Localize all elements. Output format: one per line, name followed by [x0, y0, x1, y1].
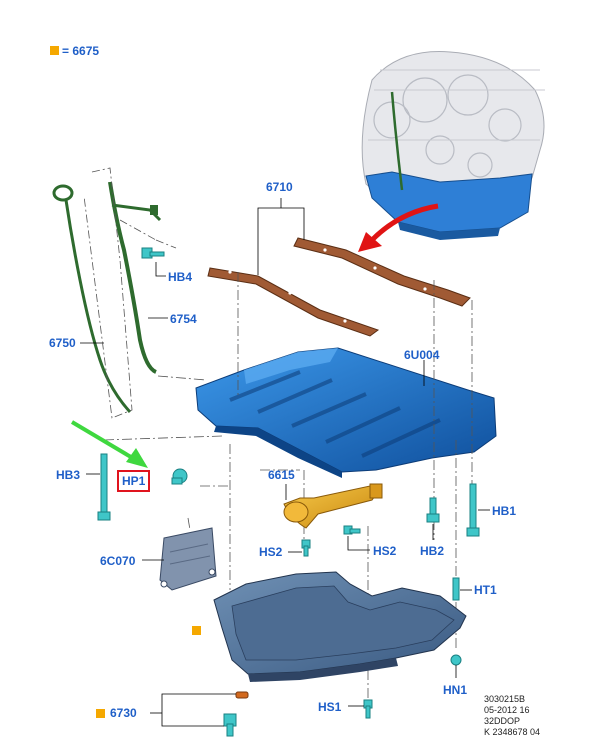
leader-HS2-right: [347, 536, 370, 551]
reference-line-4: K 2348678 04: [484, 727, 541, 737]
bolt-HS2-right: [343, 525, 361, 535]
label-HB2: HB2: [420, 544, 445, 558]
red-arrowhead: [358, 232, 382, 252]
red-direction-arrow: [370, 203, 439, 242]
bolt-HS1: [363, 699, 373, 719]
legend-text: = 6675: [62, 44, 100, 58]
bolt-HB4: [141, 247, 165, 259]
leader-6730: [161, 693, 236, 727]
label-HS2-right: HS2: [373, 544, 397, 558]
gasket-6710: [207, 237, 471, 337]
dashed-guide-dipstick: [83, 167, 133, 419]
label-6C070: 6C070: [100, 554, 136, 568]
sensor-HT1: [452, 577, 460, 601]
label-HB4: HB4: [168, 270, 193, 284]
dashed-guide-HB4: [119, 219, 177, 249]
green-arrow: [70, 420, 138, 462]
label-6750: 6750: [49, 336, 76, 350]
dipstick-6750: [52, 184, 132, 414]
bolt-HB1: [466, 483, 480, 537]
plug-HP1: [171, 468, 188, 485]
lower-crankcase-6U004: [195, 347, 497, 478]
label-6615: 6615: [268, 468, 295, 482]
oil-pump-pickup-tube-6615: [283, 483, 383, 529]
leader-HB4: [155, 262, 166, 277]
label-6754: 6754: [170, 312, 197, 326]
illustration-reference: 3030215B 05-2012 16 32DDOP K 2348678 04: [484, 694, 540, 738]
engine-assembly-illustration: [361, 51, 545, 240]
reference-line-1: 3030215B: [484, 694, 526, 704]
reference-line-3: 32DDOP: [484, 716, 521, 726]
label-HB1: HB1: [492, 504, 517, 518]
legend-marker: [50, 46, 59, 55]
drain-plug-6730: [223, 691, 249, 737]
bolt-HB3: [97, 453, 111, 521]
dipstick-tube-6754: [108, 181, 162, 374]
legend-marker-6730: [96, 709, 105, 718]
label-HN1: HN1: [443, 683, 468, 697]
dashed-guide-lines: [103, 272, 473, 700]
label-6730: 6730: [110, 706, 137, 720]
bolt-HS2-left: [301, 539, 311, 557]
bolt-HB2: [426, 497, 440, 523]
green-arrowhead: [126, 448, 148, 468]
nut-HN1: [450, 654, 462, 678]
oil-pan: [213, 571, 467, 682]
label-HT1: HT1: [474, 583, 497, 597]
baffle-plate-6C070: [159, 527, 217, 591]
label-6710: 6710: [266, 180, 293, 194]
label-HS2-left: HS2: [259, 545, 283, 559]
label-HS1: HS1: [318, 700, 342, 714]
label-6U004: 6U004: [404, 348, 440, 362]
label-HB3: HB3: [56, 468, 81, 482]
legend-marker-oil-pan: [192, 626, 201, 635]
reference-line-2: 05-2012 16: [484, 705, 530, 715]
label-HP1: HP1: [117, 470, 151, 492]
